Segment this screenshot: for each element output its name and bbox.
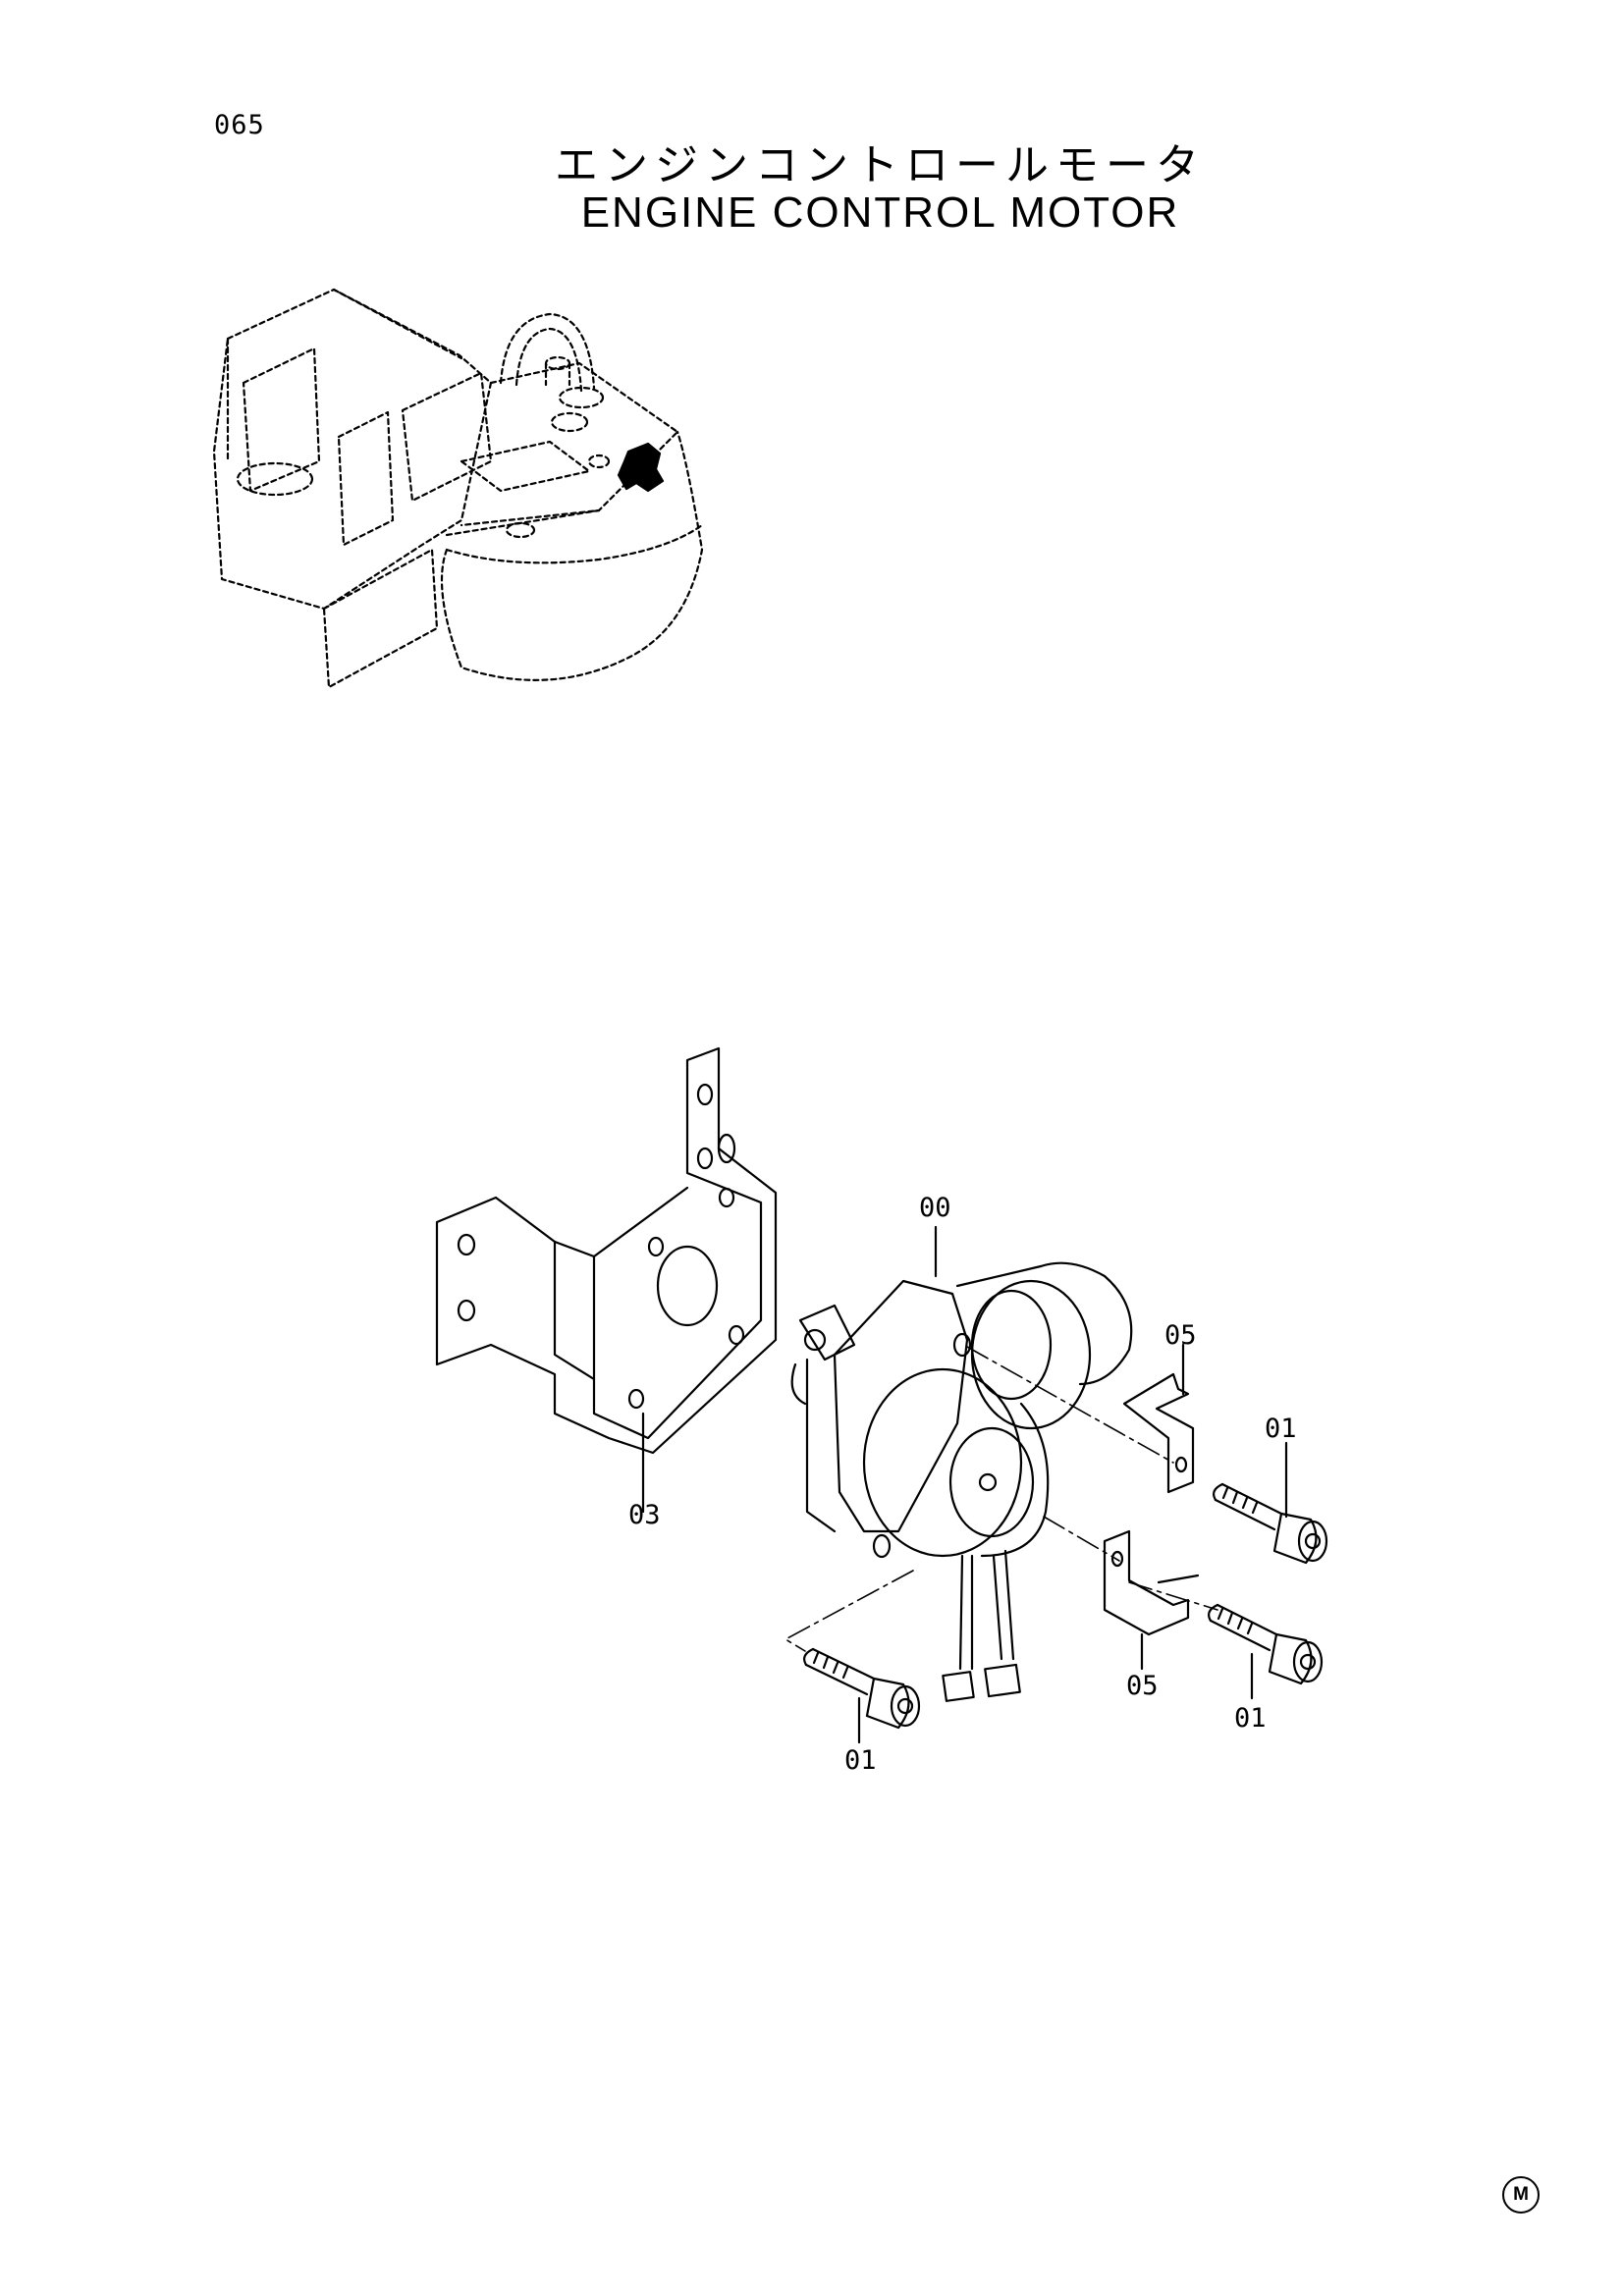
motor-location-highlight (617, 442, 665, 493)
bolt-bottom-left (803, 1647, 921, 1744)
title-english: ENGINE CONTROL MOTOR (580, 188, 1180, 237)
callout-motor-assembly: 00 (919, 1193, 951, 1223)
bolt-bottom-right (1208, 1603, 1324, 1700)
mounting-bracket (435, 1046, 778, 1514)
page-number: 065 (214, 110, 265, 140)
bolt-top-right (1213, 1441, 1328, 1565)
callout-bolt-top-right: 01 (1265, 1414, 1297, 1444)
plate-top (1122, 1343, 1195, 1494)
callout-plate-top: 05 (1164, 1320, 1197, 1351)
motor-assembly (790, 1225, 1133, 1702)
corner-m-mark: M (1502, 2176, 1540, 2214)
callout-bracket: 03 (628, 1500, 661, 1530)
callout-plate-bottom: 05 (1126, 1671, 1159, 1701)
alignment-lines (784, 1346, 1218, 1652)
excavator-location-illustration (212, 288, 704, 689)
title-japanese: エンジンコントロールモータ (555, 140, 1206, 190)
callout-bolt-bottom-right: 01 (1234, 1703, 1267, 1734)
callout-bolt-bottom-left: 01 (844, 1745, 877, 1776)
